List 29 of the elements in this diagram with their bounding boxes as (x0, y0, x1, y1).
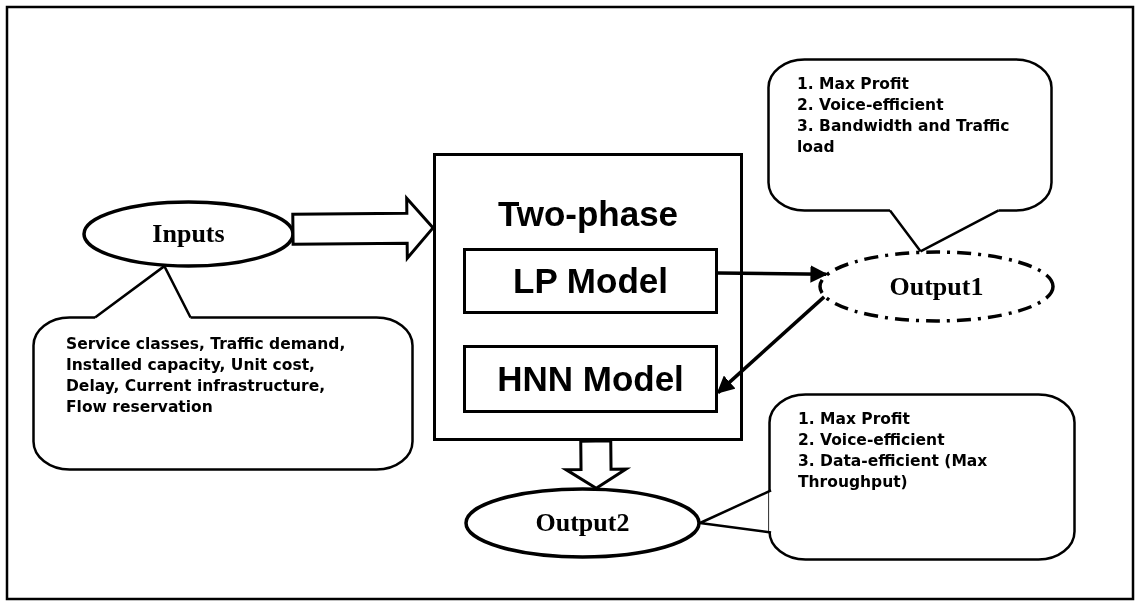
input-ellipse (82, 200, 295, 268)
node-label: Two-phase (497, 194, 679, 234)
callout-text: 3. Bandwidth and Traffic load (797, 116, 1011, 158)
node-label: HNN Model (497, 359, 684, 399)
callout-bubble (768, 393, 1076, 561)
callout-text: Service classes, Traffic demand, Installed capacity, Unit cost, Delay, Current infrastructure, Flow reservation (66, 334, 347, 418)
callout-tail (93, 264, 192, 319)
callout-tail (698, 489, 773, 534)
callout-text: 2. Voice-efficient (797, 95, 944, 116)
output-ellipse (464, 487, 701, 559)
arrow (716, 295, 826, 394)
callout-text: 1. Max Profit (797, 74, 909, 95)
arrow (718, 265, 828, 283)
block-arrow (291, 194, 435, 263)
process-box (433, 153, 743, 441)
callout-text: 3. Data-efficient (Max Throughput) (798, 451, 989, 493)
callout-bubble (32, 316, 414, 471)
node-label: Inputs (152, 219, 225, 249)
output-ellipse (818, 250, 1055, 323)
callout-tail (888, 209, 1000, 253)
model-box (463, 345, 718, 413)
callout-text: 2. Voice-efficient (798, 430, 945, 451)
callout-text: 1. Max Profit (798, 409, 910, 430)
model-box (463, 248, 718, 314)
node-label: LP Model (513, 261, 668, 301)
node-label: Output1 (889, 271, 984, 302)
callout-bubble (767, 58, 1053, 212)
block-arrow (560, 439, 632, 490)
node-label: Output2 (535, 508, 630, 538)
